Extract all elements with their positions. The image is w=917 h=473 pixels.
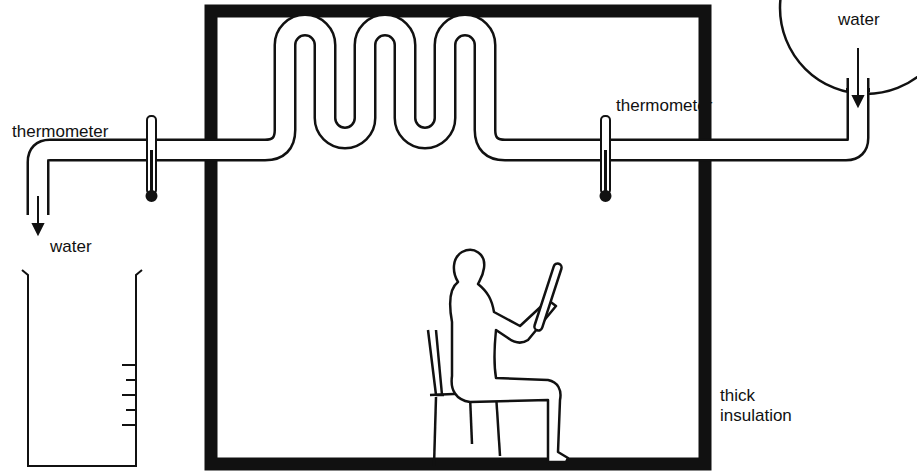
flask-label: water (838, 10, 908, 30)
flow-arrow (33, 48, 863, 234)
seated-person (450, 250, 568, 462)
insulation-label: thick insulation (720, 386, 810, 425)
pipe-interior (38, 25, 858, 217)
beaker-label: water (50, 237, 120, 257)
thermometer-left (147, 116, 157, 201)
thermometer-label: thermometer (616, 96, 741, 116)
thermometer-label: thermometer (12, 122, 137, 142)
beaker (22, 270, 142, 466)
thermometer-right (601, 116, 611, 201)
